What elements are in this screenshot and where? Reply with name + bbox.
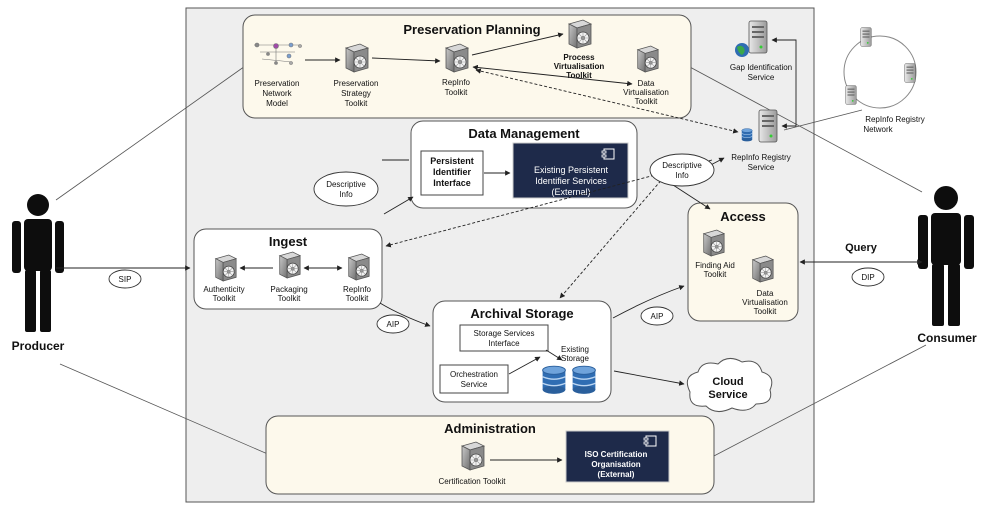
- flow-label-aip-access: AIP: [640, 306, 674, 326]
- access-title: Access: [720, 209, 766, 224]
- preservation-planning-title: Preservation Planning: [403, 22, 540, 37]
- cloud-icon: [686, 358, 773, 412]
- consumer-label: Consumer: [917, 331, 977, 345]
- network-server-icon-2: [904, 63, 916, 83]
- certification-toolkit-label: Certification Toolkit: [439, 477, 507, 486]
- svg-text:AIP: AIP: [387, 320, 400, 329]
- storage-database-icon-1: [541, 365, 567, 395]
- producer-actor: Producer: [12, 194, 65, 353]
- pp-data-virtualisation-toolkit-icon: [637, 45, 659, 73]
- svg-text:SIP: SIP: [119, 275, 132, 284]
- packaging-toolkit-icon: [279, 251, 301, 279]
- globe-icon: [735, 43, 749, 57]
- consumer-icon: [918, 186, 974, 326]
- producer-label: Producer: [12, 339, 65, 353]
- gap-server-icon: [748, 20, 768, 54]
- registry-server-icon: [758, 109, 778, 143]
- producer-icon: [12, 194, 64, 332]
- preservation-strategy-toolkit-icon: [345, 43, 369, 73]
- administration-title: Administration: [444, 421, 536, 436]
- administration-box: Administration Certification Toolkit ISO…: [265, 415, 715, 495]
- iso-certification-box: [565, 430, 670, 483]
- network-server-icon-3: [845, 85, 857, 105]
- ingest-repinfo-toolkit-icon: [348, 253, 370, 281]
- certification-toolkit-icon: [461, 441, 485, 471]
- authenticity-toolkit-icon: [215, 254, 237, 282]
- data-management-title: Data Management: [468, 126, 580, 141]
- registry-database-icon: [741, 128, 753, 142]
- pp-repinfo-toolkit-icon: [445, 43, 469, 73]
- flow-label-aip-ingest: AIP: [376, 314, 410, 334]
- finding-aid-toolkit-icon: [703, 229, 725, 257]
- network-server-icon-1: [860, 27, 872, 47]
- existing-pi-services-box: [512, 142, 629, 199]
- actor-connector-lines: [55, 63, 927, 458]
- storage-database-icon-2: [571, 365, 597, 395]
- svg-text:AIP: AIP: [651, 312, 664, 321]
- flow-label-sip: SIP: [108, 269, 142, 289]
- network-model-icon: [254, 42, 302, 65]
- archival-storage-title: Archival Storage: [470, 306, 573, 321]
- consumer-actor: Consumer: [917, 186, 977, 345]
- flow-label-dip: DIP: [851, 267, 885, 287]
- svg-text:DIP: DIP: [861, 273, 874, 282]
- flow-label-query: Query: [845, 242, 878, 254]
- process-virtualisation-toolkit-icon: [568, 19, 592, 49]
- access-data-virtualisation-toolkit-icon: [752, 255, 774, 283]
- ingest-title: Ingest: [269, 234, 308, 249]
- persistent-identifier-interface-box: [420, 150, 484, 196]
- storage-services-interface-box: [459, 324, 549, 352]
- orchestration-service-box: [439, 364, 509, 394]
